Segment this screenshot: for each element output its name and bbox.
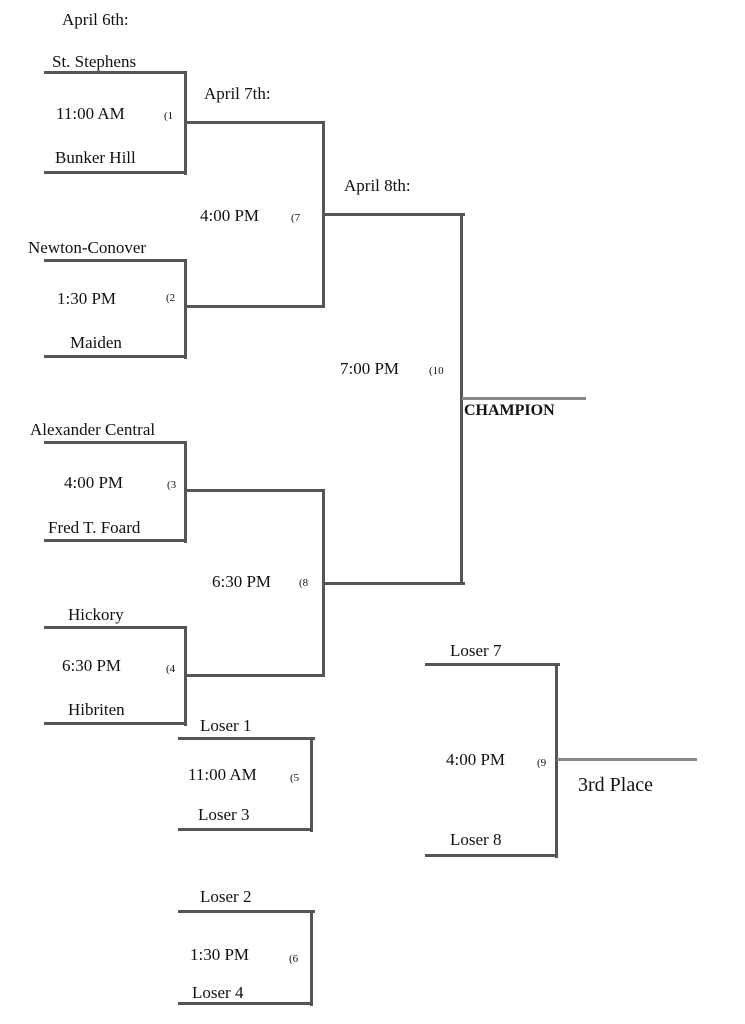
bracket-line [184,674,325,677]
bracket-line [44,441,187,444]
bracket-line [555,663,558,858]
bracket-line [178,910,315,913]
game-number: (4 [166,663,176,675]
bracket-line [44,71,187,74]
team-bottom: Loser 3 [198,805,250,824]
bracket-line [460,213,463,585]
game-time: 1:30 PM [190,945,250,964]
bracket-line [425,854,558,857]
team-top: Hickory [68,605,124,624]
bracket-line [178,1002,313,1005]
game-number: (1 [164,110,174,122]
date-april-6: April 6th: [62,10,129,29]
bracket-line [184,259,187,359]
bracket-line [184,305,325,308]
game-time: 11:00 AM [188,765,257,784]
game-time: 4:00 PM [64,473,124,492]
game-time: 6:30 PM [212,572,272,591]
game-time: 4:00 PM [446,750,506,769]
bracket-line [44,259,187,262]
bracket-line [184,121,325,124]
game-number: (2 [166,292,176,304]
bracket-line [44,539,187,542]
team-bottom: Bunker Hill [55,148,136,167]
bracket-line [462,397,586,400]
bracket-line [425,663,560,666]
game-number: (8 [299,577,309,589]
bracket-line [44,171,187,174]
bracket-line [178,737,315,740]
game-time: 7:00 PM [340,359,400,378]
bracket-line [310,910,313,1006]
bracket-line [310,737,313,832]
game-number: (7 [291,212,301,224]
champion-label: CHAMPION [464,402,555,419]
team-top: Newton-Conover [28,238,147,257]
bracket-line [178,828,313,831]
date-april-8: April 8th: [344,176,411,195]
third-place-label: 3rd Place [578,774,653,796]
bracket-line [557,758,697,761]
team-top: Loser 7 [450,641,502,660]
team-bottom: Fred T. Foard [48,518,141,537]
bracket-line [184,489,325,492]
team-top: Loser 2 [200,887,252,906]
game-time: 4:00 PM [200,206,260,225]
bracket-line [44,722,187,725]
team-bottom: Maiden [70,333,122,352]
game-number: (9 [537,757,547,769]
bracket-line [322,213,465,216]
game-time: 11:00 AM [56,104,125,123]
team-top: Loser 1 [200,716,252,735]
game-time: 6:30 PM [62,656,122,675]
game-number: (5 [290,772,300,784]
bracket-line [322,582,465,585]
team-bottom: Hibriten [68,700,125,719]
date-april-7: April 7th: [204,84,271,103]
team-bottom: Loser 4 [192,983,244,1002]
bracket-line [44,355,187,358]
game-number: (3 [167,479,177,491]
game-number: (6 [289,953,299,965]
team-top: St. Stephens [52,52,137,71]
team-top: Alexander Central [30,420,156,439]
bracket-line [44,626,187,629]
bracket-line [184,441,187,543]
team-bottom: Loser 8 [450,830,502,849]
game-number: (10 [429,365,444,377]
game-time: 1:30 PM [57,289,117,308]
